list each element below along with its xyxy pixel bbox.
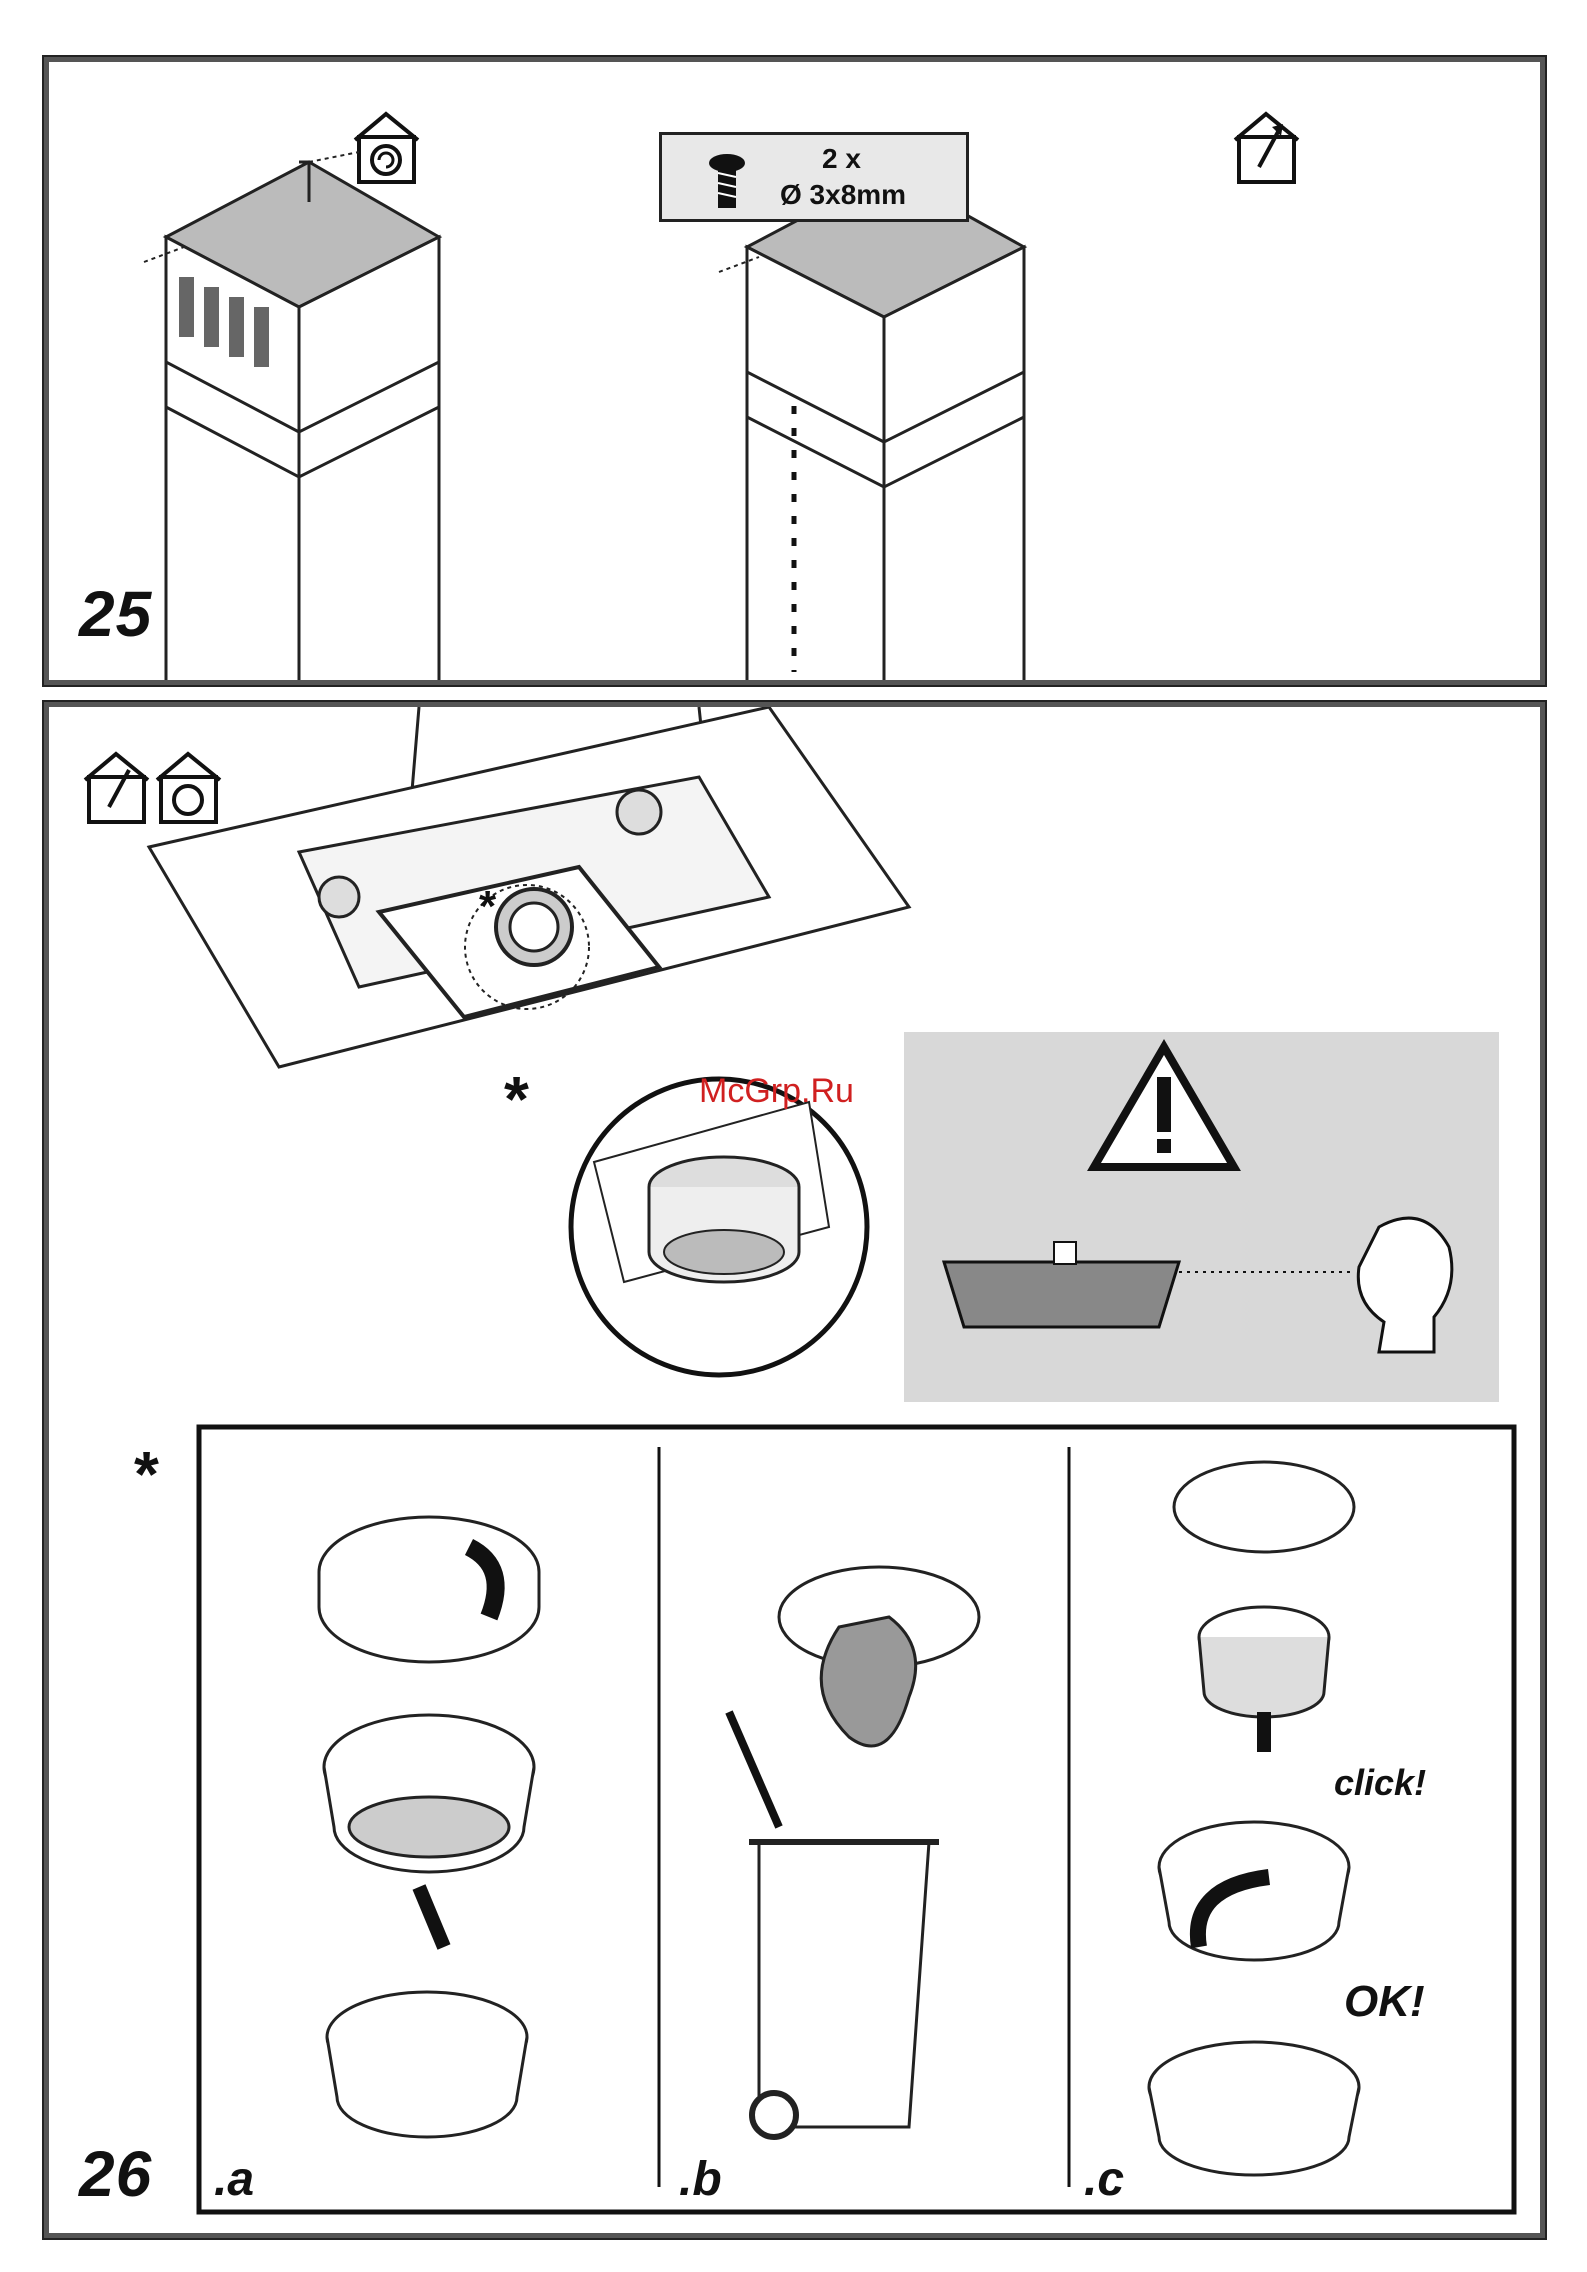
filter-detail-circle [571, 1079, 867, 1375]
step-26-illustration [49, 707, 1540, 2233]
ducted-house-icon [85, 754, 148, 822]
step-25-panel: 2 x Ø 3x8mm 25 [42, 55, 1547, 687]
sub-step-a-label: .a [214, 2152, 254, 2207]
detail-marker-box: * [134, 1437, 159, 1511]
recirculation-house-icon [355, 114, 418, 182]
detail-marker-small: * [479, 882, 496, 932]
detail-marker: * [504, 1062, 529, 1136]
cooker-hood-underside [149, 707, 909, 1067]
screw-dimension: Ø 3x8mm [780, 179, 906, 211]
step-a-illustration [319, 1517, 539, 2137]
click-callout: click! [1334, 1762, 1426, 1804]
step-number-26: 26 [79, 2137, 152, 2211]
filter-basket-side [944, 1262, 1179, 1327]
watermark-text: McGrp.Ru [699, 1072, 854, 1111]
warning-box [904, 1032, 1499, 1402]
ducted-house-icon [1235, 114, 1298, 182]
screw-icon [702, 143, 762, 223]
step-number-25: 25 [79, 577, 152, 651]
step-26-panel: McGrp.Ru * * * .a .b .c click! OK! 26 [42, 700, 1547, 2240]
right-chimney-cover [719, 162, 1024, 680]
screw-quantity: 2 x [822, 143, 861, 175]
left-chimney-cover [144, 152, 439, 680]
recirculation-house-icon [157, 754, 220, 822]
screw-quantity-label: 2 x Ø 3x8mm [659, 132, 969, 222]
ok-callout: OK! [1344, 1977, 1425, 2027]
sub-step-c-label: .c [1084, 2152, 1124, 2207]
sub-step-b-label: .b [679, 2152, 722, 2207]
